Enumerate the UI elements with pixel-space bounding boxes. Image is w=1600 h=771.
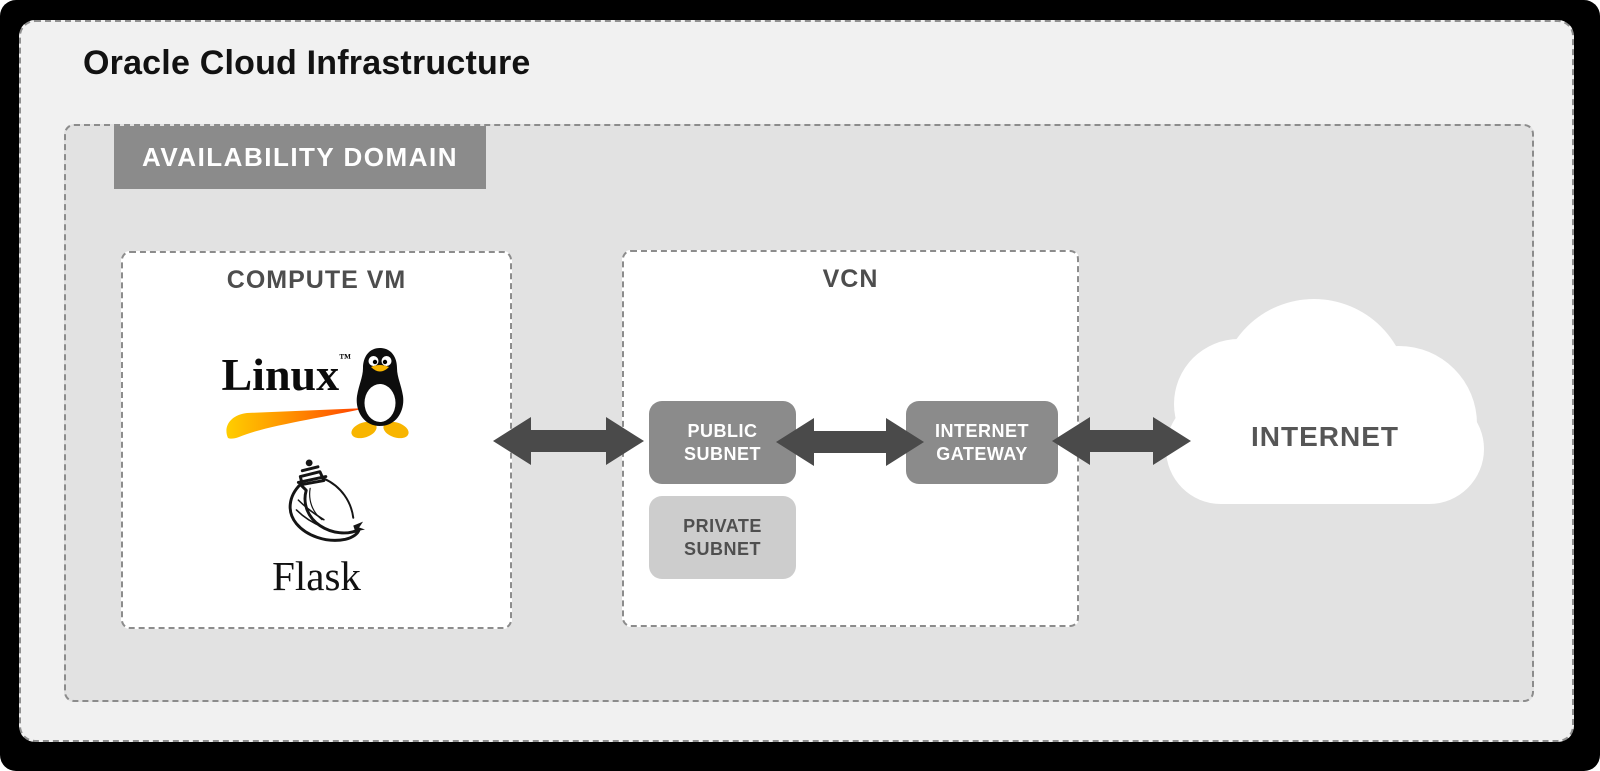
arrow-internet-gateway-to-internet (1052, 417, 1191, 465)
compute-vm-box: COMPUTE VM Linux™ (121, 251, 512, 629)
private-subnet-node: PRIVATE SUBNET (649, 496, 796, 579)
flask-wordmark: Flask (272, 553, 361, 599)
public-subnet-node: PUBLIC SUBNET (649, 401, 796, 484)
linux-logo: Linux™ (221, 346, 409, 450)
vcn-title: VCN (822, 265, 879, 293)
linux-swoosh-icon (225, 408, 367, 439)
oci-container: Oracle Cloud Infrastructure AVAILABILITY… (19, 20, 1574, 742)
internet-cloud: INTERNET (1166, 299, 1484, 504)
cloud-shape-part (1166, 394, 1484, 504)
diagram-title: Oracle Cloud Infrastructure (83, 44, 531, 82)
flask-logo: Flask (237, 457, 397, 597)
internet-gateway-label-line2: GATEWAY (936, 443, 1028, 464)
internet-label: INTERNET (1251, 421, 1399, 452)
arrow-public-subnet-to-internet-gateway (776, 418, 924, 466)
availability-domain-label: AVAILABILITY DOMAIN (114, 126, 486, 189)
linux-wordmark: Linux™ (221, 349, 352, 400)
internet-gateway-label-line1: INTERNET (935, 420, 1029, 441)
trademark-symbol: ™ (339, 351, 352, 365)
availability-domain: AVAILABILITY DOMAIN COMPUTE VM Linux™ (64, 124, 1534, 702)
public-subnet-label-line1: PUBLIC (687, 420, 758, 441)
private-subnet-label-line1: PRIVATE (683, 515, 762, 536)
private-subnet-label-line2: SUBNET (683, 538, 761, 559)
internet-gateway-node: INTERNET GATEWAY (906, 401, 1058, 484)
powder-horn-icon (288, 459, 365, 542)
arrow-compute-to-public-subnet (493, 417, 644, 465)
compute-vm-title: COMPUTE VM (226, 266, 407, 294)
public-subnet-label-line2: SUBNET (683, 443, 761, 464)
tux-penguin-icon (350, 348, 409, 439)
